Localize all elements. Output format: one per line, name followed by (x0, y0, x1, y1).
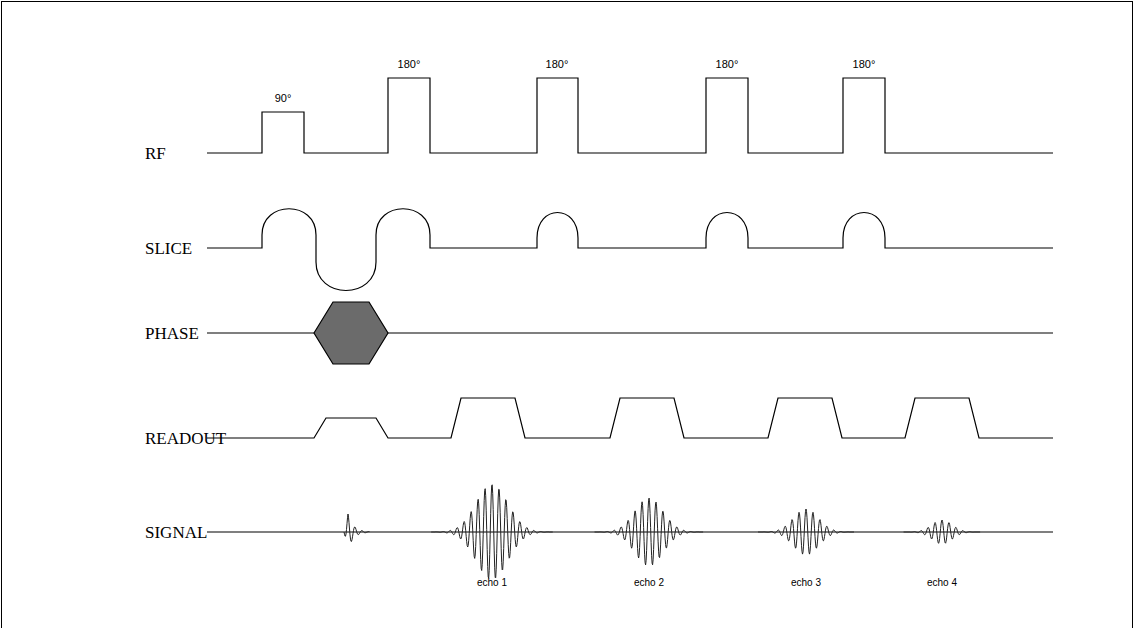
echo-label: echo 2 (634, 578, 664, 588)
flip-angle: 180° (546, 59, 569, 70)
rf-line (207, 78, 1053, 153)
row-label: READOUT (145, 430, 226, 447)
readout-line (207, 398, 1053, 438)
echo-signal (758, 509, 854, 554)
echo-signal (595, 498, 704, 565)
echo-signal (431, 485, 553, 579)
row-label: RF (145, 145, 166, 162)
echo-label: echo 3 (791, 578, 821, 588)
row-label: PHASE (145, 325, 199, 342)
flip-angle: 90° (275, 93, 292, 104)
slice-line (207, 209, 1053, 291)
echo-label: echo 1 (477, 578, 507, 588)
fid-signal (344, 514, 370, 541)
phase-encode-gradient (314, 302, 388, 364)
echo-signal (904, 520, 981, 543)
row-label: SIGNAL (145, 524, 207, 541)
flip-angle: 180° (398, 59, 421, 70)
echo-label: echo 4 (927, 578, 957, 588)
flip-angle: 180° (853, 59, 876, 70)
flip-angle: 180° (716, 59, 739, 70)
row-label: SLICE (145, 240, 192, 257)
